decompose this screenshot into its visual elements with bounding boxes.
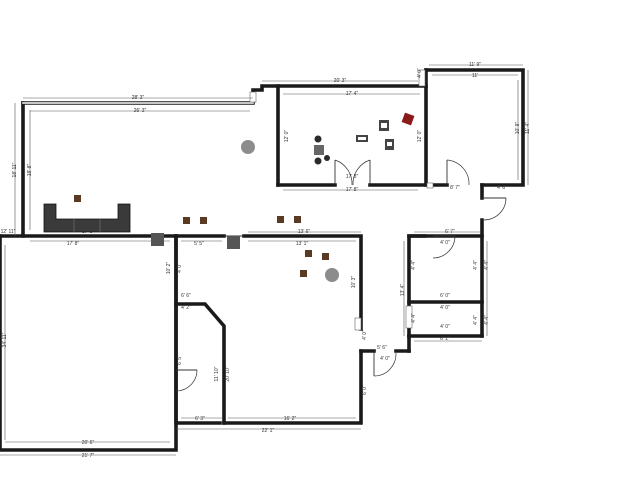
dim-bath-right-h2: 4' 4" [484,315,490,325]
dim-bath-low: 4' 0" [440,305,450,311]
round-table-icon [241,140,255,154]
dim-living-right: 10' 3" [351,276,357,289]
dim-entry-door-v: 6' 0" [362,385,368,395]
door-right-spine [482,197,507,221]
windows [249,69,434,331]
wall-top-room [276,84,428,187]
dim-right-room-bottom: 8' 7" [450,185,460,191]
wall-bath-block [407,234,484,338]
dim-right-room-height-inner: 10' 9" [515,122,521,135]
dim-angle-a: 6' 6" [181,293,191,299]
window-right-room [426,182,434,189]
dim-entry-small: 5' 6" [377,345,387,351]
dim-living-top: 13' 1" [296,241,309,247]
weight-bench-icon [356,135,368,142]
dim-top-room-bottom: 17' 8" [346,187,359,193]
door-top-room-right [352,159,371,186]
window-top-room [418,69,426,87]
dim-left-bottom-inner: 20' 6" [82,440,95,446]
doors [175,159,507,392]
door-bath-top [432,235,456,259]
chair-icon [74,195,81,202]
dim-left-bottom-outer: 21' 7" [82,453,95,459]
chair-icon [322,253,329,260]
dim-bath-right-a: 4' 4" [473,260,479,270]
dim-bottom-right: 16' 2" [284,416,297,422]
wall-living-room-top-b [242,234,363,331]
door-right-room [446,159,470,186]
dim-living-h2: 4' 0" [177,263,183,273]
chair-icon [183,217,190,224]
dim-top-left-inner: 26' 3" [134,108,147,114]
dim-top-left-height-outer: 18' 11" [12,162,18,177]
dim-bath-left-a: 4' 4" [411,260,417,270]
dim-right-room-inner: 11' [472,73,478,79]
sectional-sofa-icon [43,203,131,233]
dim-top-room-height-r: 12' 0" [417,130,423,143]
dim-left-vertical: 34' 11" [2,332,8,347]
column-icon [227,236,240,249]
dim-small-gap: 4' 0" [417,68,423,78]
walls [0,68,525,452]
dim-bath-inner: 4' 0" [440,240,450,246]
window-top-left [249,91,257,103]
dim-closet-h: 11' 10" [214,366,220,381]
dim-top-left-width: 28' 3" [132,95,145,101]
dimension-lines [0,64,529,456]
dim-closet-h2: 20' 10" [225,366,231,381]
dim-living-top-right: 13' 6" [298,229,311,235]
dim-bottom-mid: 6' 3" [195,416,205,422]
dim-bath-bottom: 6' 1" [440,336,450,342]
dim-top-room-outer: 20' 3" [334,78,347,84]
dim-angle-b: 4' 2" [181,305,191,311]
dim-closet-left: 6' 5" [177,355,183,365]
dim-bath-right-h: 4' 4" [484,260,490,270]
dim-top-room-inner: 17' 4" [346,91,359,97]
dimension-labels: 28' 3" 26' 3" 18' 11" 18' 8" 12' 11" 17'… [1,62,531,459]
dim-bath-right-b: 4' 4" [473,315,479,325]
door-top-room-left [334,159,353,186]
wall-top-left-top [21,84,280,187]
accent-chair-icon [401,112,415,126]
wall-living-right-lower [222,349,363,425]
dim-right-room-door: 4' 6" [497,185,507,191]
dim-top-room-small: 17' 8" [346,174,359,180]
wall-lower-left-room [0,234,178,452]
column-icon [151,233,164,246]
chair-icon [305,250,312,257]
furniture [43,112,415,282]
window-bath [405,305,413,329]
dim-right-room-height-outer: 11' 4" [525,122,531,134]
door-closet [175,369,198,392]
dim-main-width-inner: 17' 8" [67,241,80,247]
dim-bath-top: 6' 7" [445,229,455,235]
dim-entry-door: 4' 0" [380,356,390,362]
window-living [354,317,362,331]
dim-living-left: 5' 5" [194,241,204,247]
dim-bath-mid: 6' 0" [440,293,450,299]
round-table-icon [325,268,339,282]
door-entry [373,351,397,377]
chair-icon [277,216,284,223]
dim-bath-low2: 4' 0" [440,324,450,330]
dim-right-room-outer: 11' 9" [469,62,481,68]
dim-living-right2: 4' 0" [362,330,368,340]
chair-icon [294,216,301,223]
dim-bath-left-b: 4' 4" [411,313,417,323]
chair-icon [200,217,207,224]
dim-living-h1: 10' 2" [166,262,172,275]
bike-icon [314,135,330,165]
wall-closet-inner [174,302,226,425]
dim-bath-left-h: 13' 4" [400,284,406,297]
dim-bottom-long: 22' 1" [262,428,275,434]
chair-icon [300,270,307,277]
weight-bench-icon [385,139,394,150]
weight-bench-icon [379,120,389,131]
dim-top-left-height-inner: 18' 8" [27,164,33,177]
dim-top-room-height: 12' 0" [284,130,290,143]
dim-stub: 12' 11" [1,229,16,235]
wall-right-room [424,68,525,187]
